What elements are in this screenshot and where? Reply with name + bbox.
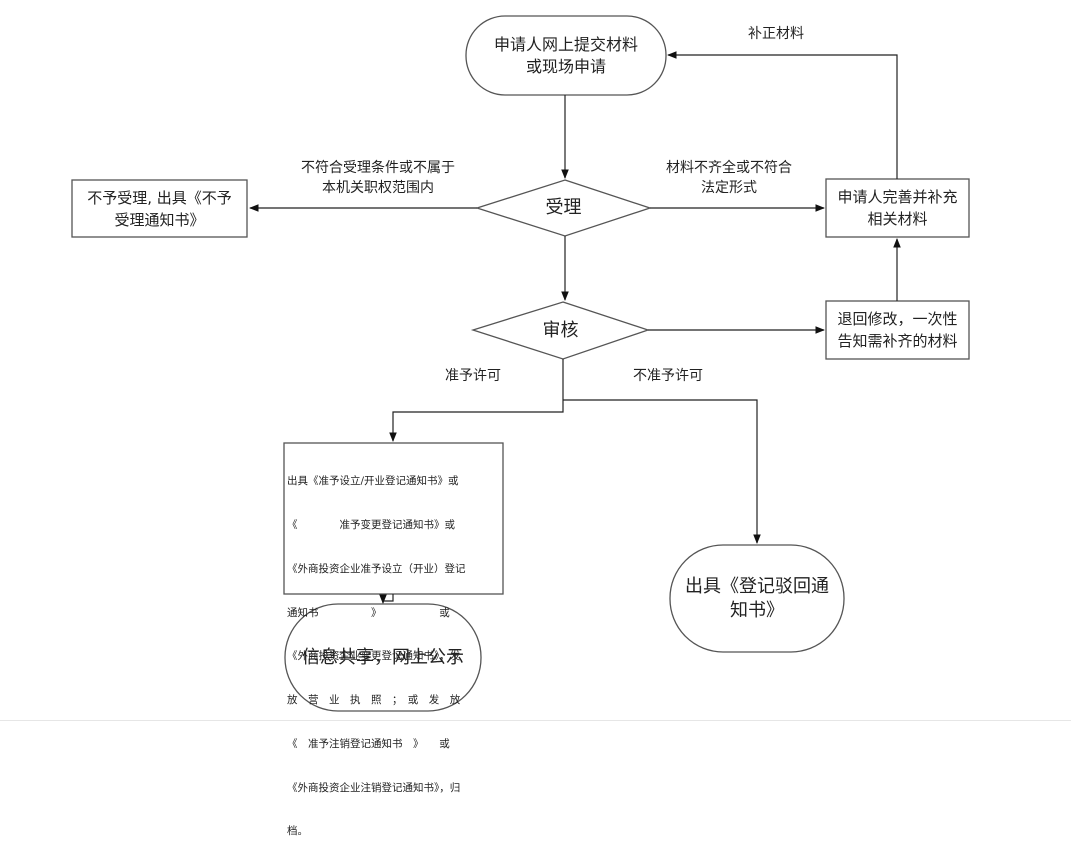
edge-label-not-eligible: 不符合受理条件或不属于 本机关职权范围内 bbox=[268, 158, 488, 198]
start-node-line-2: 或现场申请 bbox=[525, 56, 606, 76]
supplement-box-shape bbox=[825, 178, 970, 238]
review-decision: 审核 bbox=[473, 302, 648, 359]
connector-review-to-reject-register bbox=[563, 399, 761, 544]
start-node: 申请人网上提交材料 或现场申请 bbox=[466, 16, 666, 95]
supplement-line-1: 申请人完善并补充 bbox=[837, 188, 958, 206]
return-box-shape bbox=[825, 300, 970, 360]
edge-label-incomplete-line-1: 材料不齐全或不符合 bbox=[666, 160, 792, 176]
start-terminal-shape bbox=[465, 15, 667, 96]
issue-line: 《 准予变更登记通知书》或 bbox=[287, 518, 455, 531]
edge-label-approve: 准予许可 bbox=[445, 368, 501, 384]
share-publish-label: 信息共享，网上公示 bbox=[302, 646, 464, 668]
reject-register-line-2: 知书》 bbox=[730, 599, 784, 621]
issue-line: 《外商投资企业准予设立（开业）登记 bbox=[287, 562, 466, 575]
not-accepted-box-shape bbox=[71, 179, 248, 238]
edge-label-not-eligible-line-1: 不符合受理条件或不属于 bbox=[301, 160, 455, 176]
flowchart-canvas bbox=[71, 15, 970, 712]
issue-line: 《 准予注销登记通知书 》 或 bbox=[287, 737, 450, 750]
return-node: 退回修改，一次性 告知需补齐的材料 bbox=[826, 301, 969, 359]
not-accepted-line-2: 受理通知书》 bbox=[114, 210, 205, 229]
supplement-node: 申请人完善并补充 相关材料 bbox=[826, 179, 969, 237]
issue-line: 《外商投资企业注销登记通知书》，归 bbox=[287, 781, 461, 794]
accept-decision: 受理 bbox=[477, 180, 650, 236]
accept-decision-label: 受理 bbox=[545, 197, 582, 218]
issue-line: 出具《准予设立/开业登记通知书》或 bbox=[287, 475, 459, 488]
review-decision-label: 审核 bbox=[542, 319, 579, 341]
issue-line: 档。 bbox=[287, 825, 308, 838]
not-accepted-line-1: 不予受理, 出具《不予 bbox=[87, 188, 232, 207]
share-publish-node: 信息共享，网上公示 bbox=[285, 604, 481, 711]
edge-label-not-eligible-line-2: 本机关职权范围内 bbox=[322, 180, 434, 196]
connector-supplement-to-submit bbox=[667, 51, 898, 179]
not-accepted-node: 不予受理, 出具《不予 受理通知书》 bbox=[72, 180, 247, 237]
connector-review-to-issue bbox=[389, 359, 564, 442]
share-terminal-shape bbox=[284, 603, 482, 712]
start-node-line-1: 申请人网上提交材料 bbox=[493, 34, 638, 54]
return-line-2: 告知需补齐的材料 bbox=[837, 332, 958, 350]
issue-line: 通知书 》 或 bbox=[287, 606, 450, 619]
reject-register-terminal-shape bbox=[669, 544, 845, 653]
reject-register-node: 出具《登记驳回通 知书》 bbox=[670, 545, 844, 652]
edge-label-incomplete-line-2: 法定形式 bbox=[701, 180, 757, 196]
supplement-line-2: 相关材料 bbox=[867, 210, 928, 228]
edge-label-incomplete: 材料不齐全或不符合 法定形式 bbox=[644, 158, 814, 198]
edge-label-deny: 不准予许可 bbox=[633, 368, 703, 384]
bottom-divider bbox=[0, 720, 1071, 721]
issue-line: 放 营 业 执 照 ； 或 发 放 bbox=[287, 694, 461, 707]
connector-issue-to-share bbox=[379, 594, 394, 604]
issue-license-box-shape bbox=[283, 442, 504, 595]
edge-label-correct-materials: 补正材料 bbox=[748, 26, 804, 42]
issue-line: 《外商投资企业变更登记通知书》，发 bbox=[287, 650, 461, 663]
reject-register-line-1: 出具《登记驳回通 bbox=[685, 575, 829, 597]
return-line-1: 退回修改，一次性 bbox=[837, 310, 958, 328]
